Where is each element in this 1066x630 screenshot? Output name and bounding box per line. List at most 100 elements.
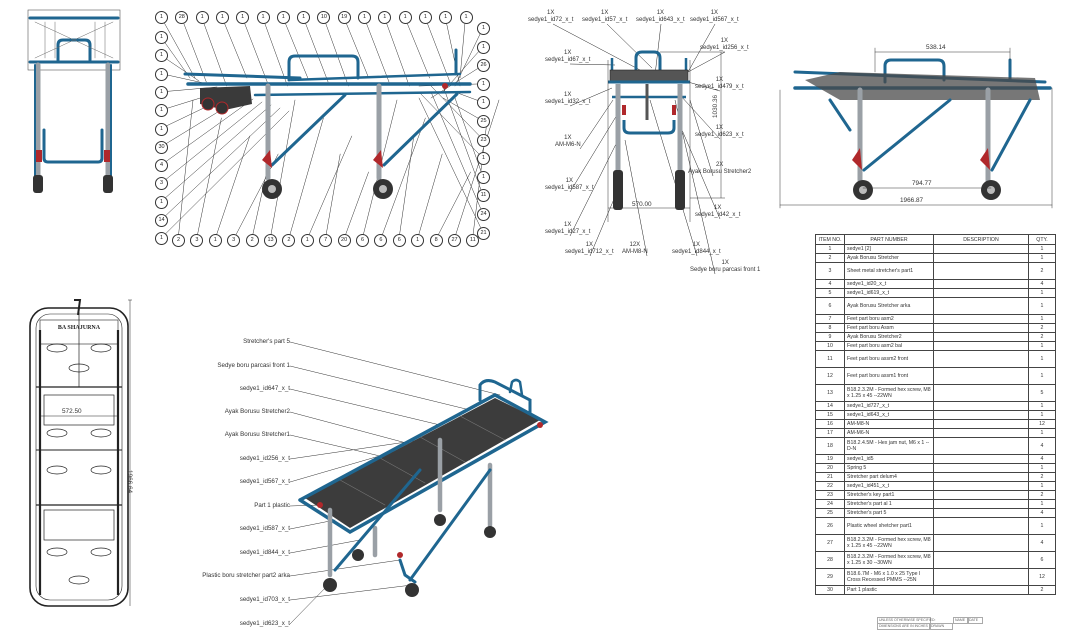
iso-callout: sedye1_id844_x_t bbox=[239, 549, 290, 556]
item-balloon: 10 bbox=[317, 11, 331, 24]
bom-qty: 1 bbox=[1028, 297, 1056, 315]
item-balloon: 2 bbox=[245, 234, 259, 247]
bom-description bbox=[933, 288, 1029, 298]
item-balloon: 1 bbox=[358, 11, 371, 24]
bom-description bbox=[933, 551, 1029, 569]
callout-part: sedye1_id42_x_t bbox=[695, 212, 741, 218]
leader-line bbox=[552, 23, 641, 71]
item-balloon: 1 bbox=[155, 67, 168, 81]
leader-line bbox=[302, 16, 329, 83]
bom-description bbox=[933, 437, 1029, 455]
bom-description bbox=[933, 585, 1029, 595]
front-width-dimension: 570.00 bbox=[632, 201, 652, 208]
bom-description bbox=[933, 323, 1029, 333]
callout-qty: 1X bbox=[715, 77, 724, 83]
bom-qty: 1 bbox=[1028, 244, 1056, 254]
leader-line bbox=[569, 109, 621, 193]
right-top-dimension: 538.14 bbox=[926, 44, 946, 51]
bom-item-no: 14 bbox=[815, 401, 845, 411]
callout-part: sedye1_id72_x_t bbox=[528, 17, 574, 23]
bom-part-number: AM-M6-N bbox=[844, 428, 934, 438]
bom-description bbox=[933, 490, 1029, 500]
iso-callout: Ayak Borusu Stretcher2 bbox=[224, 408, 290, 415]
bom-item-no: 16 bbox=[815, 419, 845, 429]
bom-part-number: sedye1_id643_x_t bbox=[844, 410, 934, 420]
leader-line bbox=[418, 97, 484, 233]
bom-item-no: 27 bbox=[815, 534, 845, 552]
item-balloon: 6 bbox=[356, 234, 369, 247]
bom-part-number: Feet part boru asm2 bbox=[844, 314, 934, 324]
iso-callout: sedye1_id647_x_t bbox=[239, 385, 290, 392]
bom-part-number: sedye1_id727_x_t bbox=[844, 401, 934, 411]
callout-qty: 1X bbox=[585, 242, 594, 248]
callout-part: AM-M8-N bbox=[622, 249, 648, 255]
bom-item-no: 1 bbox=[815, 244, 845, 254]
leader-line bbox=[196, 117, 222, 241]
callout-qty: 1X bbox=[564, 222, 572, 228]
bom-item-no: 25 bbox=[815, 508, 845, 518]
item-balloon: 1 bbox=[155, 49, 168, 63]
bom-part-number: Ayak Borusu Stretcher2 bbox=[844, 332, 934, 342]
bom-qty: 4 bbox=[1028, 534, 1056, 552]
callout-qty: 12X bbox=[629, 242, 641, 248]
item-balloon: 25 bbox=[477, 115, 490, 128]
leader-line bbox=[289, 582, 331, 625]
callout-qty: 1X bbox=[692, 242, 701, 248]
item-balloon: 7 bbox=[319, 234, 333, 247]
bom-description bbox=[933, 568, 1029, 586]
leader-line bbox=[606, 23, 653, 69]
iso-callout: Part 1 plastic bbox=[254, 502, 290, 509]
bom-qty: 1 bbox=[1028, 428, 1056, 438]
item-balloon: 26 bbox=[477, 59, 490, 73]
right-wheelbase-dimension: 794.77 bbox=[912, 180, 932, 187]
bom-item-no: 12 bbox=[815, 367, 845, 385]
right-view-drawing bbox=[779, 47, 1053, 209]
item-balloon: 3 bbox=[190, 234, 204, 247]
item-balloon: 6 bbox=[392, 234, 406, 247]
leader-line bbox=[160, 104, 272, 202]
leader-line bbox=[398, 135, 415, 241]
bom-item-no: 4 bbox=[815, 279, 845, 289]
leader-line bbox=[649, 99, 698, 257]
iso-callout: sedye1_id587_x_t bbox=[239, 525, 290, 532]
bom-part-number: Stretcher's part 5 bbox=[844, 508, 934, 518]
leader-line bbox=[679, 94, 721, 140]
bom-qty: 12 bbox=[1028, 568, 1056, 586]
callout-part: sedye1_id57_x_t bbox=[582, 17, 628, 23]
iso-callout: sedye1_id623_x_t bbox=[239, 620, 290, 627]
item-balloon: 1 bbox=[378, 11, 392, 24]
bom-part-number: Sheet metal stretcher's part1 bbox=[844, 262, 934, 280]
bom-qty: 4 bbox=[1028, 437, 1056, 455]
bom-description bbox=[933, 463, 1029, 473]
bom-qty: 4 bbox=[1028, 279, 1056, 289]
leader-line bbox=[624, 139, 648, 257]
item-balloon: 1 bbox=[418, 11, 432, 24]
item-balloon: 21 bbox=[477, 226, 490, 240]
bom-item-no: 21 bbox=[815, 472, 845, 482]
title-block-dims: DIMENSIONS ARE IN INCHES bbox=[877, 623, 931, 630]
item-balloon: 14 bbox=[155, 214, 168, 227]
bom-item-no: 3 bbox=[815, 262, 845, 280]
callout-qty: 1X bbox=[714, 205, 722, 211]
leader-line bbox=[384, 16, 410, 87]
bom-part-number: B18.2.3.2M - Formed hex screw, M8 x 1.25… bbox=[844, 551, 934, 569]
callout-qty: 1X bbox=[721, 260, 729, 266]
callout-qty: 2X bbox=[715, 162, 724, 168]
bom-qty: 2 bbox=[1028, 323, 1056, 333]
item-balloon: 1 bbox=[300, 234, 314, 247]
bom-qty: 1 bbox=[1028, 401, 1056, 411]
leader-line bbox=[687, 81, 721, 92]
callout-part: sedye1_id587_x_t bbox=[545, 185, 594, 191]
